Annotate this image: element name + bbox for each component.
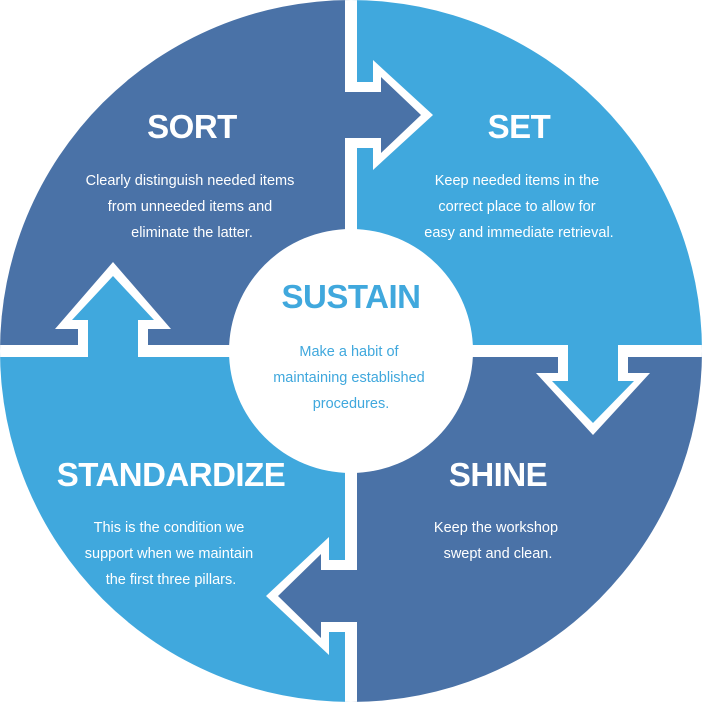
set-description-line: easy and immediate retrieval. <box>424 225 613 241</box>
sustain-description: Make a habit of maintaining established … <box>273 344 429 412</box>
set-description-line: Keep needed items in the <box>435 173 599 189</box>
sort-title: SORT <box>147 108 237 145</box>
sustain-description-line: maintaining established <box>273 370 425 386</box>
sustain-center-circle <box>229 229 473 473</box>
arrow-sort-to-set <box>345 60 433 170</box>
arrow-standardize-to-sort <box>55 262 171 357</box>
sustain-description-line: Make a habit of <box>299 344 399 360</box>
sort-description-line: eliminate the latter. <box>131 225 253 241</box>
shine-description: Keep the workshop swept and clean. <box>434 520 562 562</box>
standardize-title: STANDARDIZE <box>57 456 286 493</box>
sort-description-line: from unneeded items and <box>108 199 272 215</box>
sustain-title: SUSTAIN <box>282 278 421 315</box>
shine-title: SHINE <box>449 456 547 493</box>
standardize-description: This is the condition we support when we… <box>85 520 258 588</box>
standardize-description-line: This is the condition we <box>94 520 245 536</box>
arrow-shine-to-standardize <box>266 537 357 655</box>
set-description: Keep needed items in the correct place t… <box>424 173 613 241</box>
arrow-set-to-shine <box>536 345 650 435</box>
sort-description: Clearly distinguish needed items from un… <box>86 173 299 241</box>
set-title: SET <box>488 108 551 145</box>
standardize-description-line: support when we maintain <box>85 546 253 562</box>
sort-description-line: Clearly distinguish needed items <box>86 173 295 189</box>
set-description-line: correct place to allow for <box>438 199 595 215</box>
standardize-description-line: the first three pillars. <box>106 572 237 588</box>
sustain-description-line: procedures. <box>313 396 390 412</box>
shine-description-line: swept and clean. <box>444 546 553 562</box>
shine-description-line: Keep the workshop <box>434 520 558 536</box>
